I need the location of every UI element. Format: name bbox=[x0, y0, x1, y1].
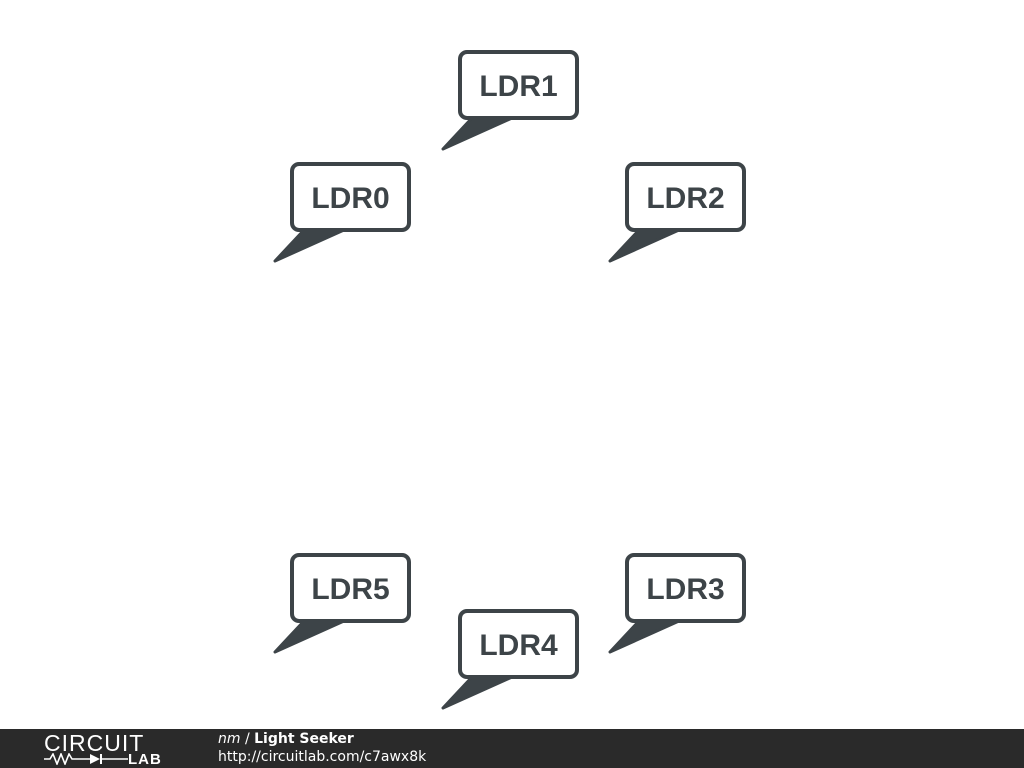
author-name[interactable]: nm bbox=[218, 731, 241, 747]
circuit-info: nm / Light Seeker bbox=[218, 731, 354, 747]
net-label-text: LDR2 bbox=[646, 182, 724, 215]
net-label-ldr1[interactable]: LDR1 bbox=[441, 50, 579, 151]
net-label-text: LDR5 bbox=[311, 573, 389, 606]
net-label-text: LDR4 bbox=[479, 629, 558, 662]
circuit-title[interactable]: Light Seeker bbox=[254, 731, 354, 747]
schematic-canvas: LDR1 LDR0 LDR2 LDR5 LDR3 LDR4 bbox=[273, 50, 746, 710]
net-label-box bbox=[458, 609, 579, 679]
net-label-pointer bbox=[441, 116, 514, 151]
net-label-box bbox=[625, 553, 746, 623]
net-label-pointer bbox=[273, 228, 346, 263]
net-label-ldr0[interactable]: LDR0 bbox=[273, 162, 411, 263]
separator: / bbox=[244, 731, 250, 747]
net-label-pointer bbox=[608, 619, 681, 654]
net-label-ldr4[interactable]: LDR4 bbox=[441, 609, 579, 710]
net-label-box bbox=[290, 553, 411, 623]
net-label-ldr2[interactable]: LDR2 bbox=[608, 162, 746, 263]
resistor-diode-logo-icon bbox=[44, 753, 128, 765]
net-label-box bbox=[290, 162, 411, 232]
footer-bar: CIRCUIT LAB nm / Light Seeker http://cir… bbox=[0, 729, 1024, 768]
circuitlab-logo[interactable]: CIRCUIT LAB bbox=[42, 729, 177, 768]
logo-wordmark-top: CIRCUIT bbox=[44, 730, 145, 756]
net-label-text: LDR0 bbox=[311, 182, 389, 215]
net-label-text: LDR3 bbox=[646, 573, 724, 606]
net-label-box bbox=[625, 162, 746, 232]
logo-wordmark-bottom: LAB bbox=[128, 751, 162, 768]
net-label-pointer bbox=[273, 619, 346, 654]
net-label-ldr3[interactable]: LDR3 bbox=[608, 553, 746, 654]
net-label-ldr5[interactable]: LDR5 bbox=[273, 553, 411, 654]
net-label-box bbox=[458, 50, 579, 120]
net-label-pointer bbox=[441, 675, 514, 710]
net-label-text: LDR1 bbox=[479, 70, 557, 103]
net-label-pointer bbox=[608, 228, 681, 263]
circuit-url[interactable]: http://circuitlab.com/c7awx8k bbox=[218, 749, 427, 765]
